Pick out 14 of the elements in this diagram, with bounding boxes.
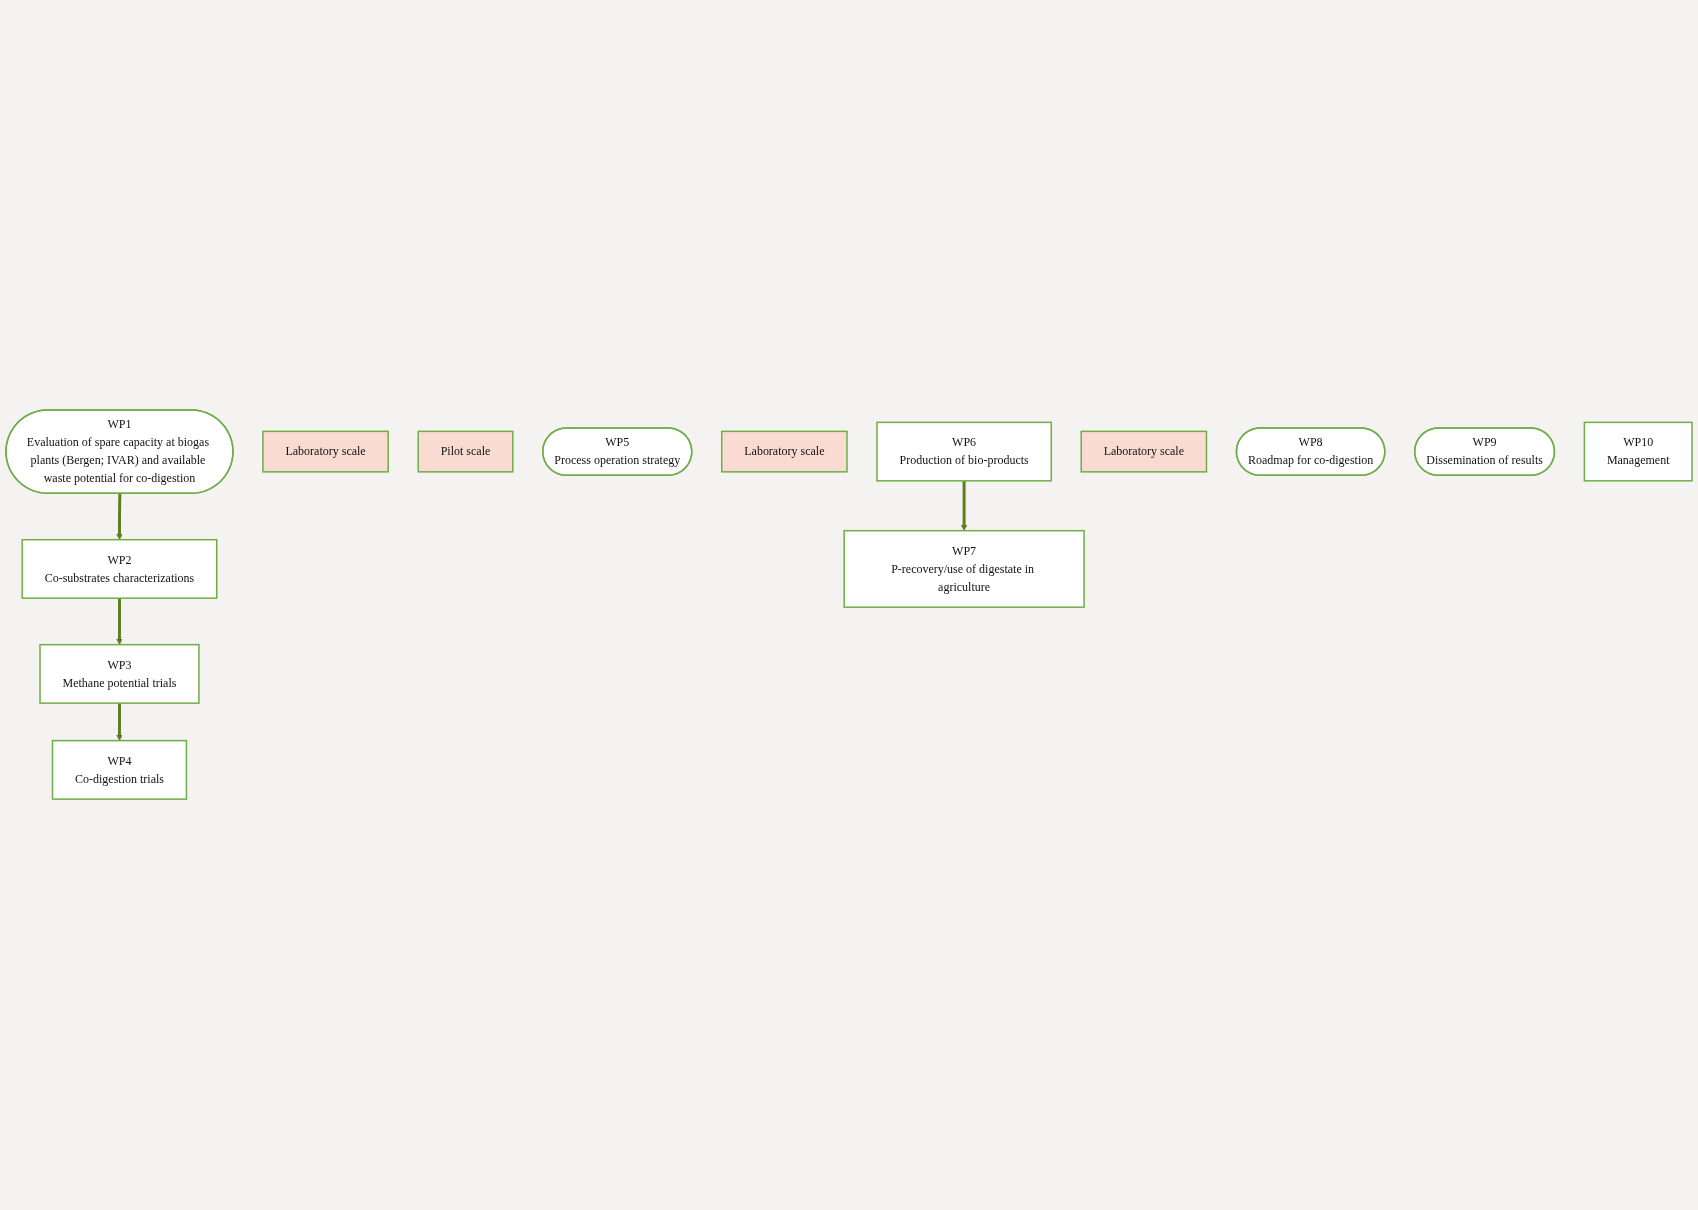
node-box: Laboratory scale — [1080, 431, 1208, 474]
node-box: WP4 Co-digestion trials — [51, 740, 188, 801]
node-box: Laboratory scale — [262, 431, 389, 474]
node-box: WP2 Co-substrates characterizations — [21, 539, 218, 600]
node-box: WP10 Management — [1583, 422, 1693, 483]
arrow — [116, 494, 123, 541]
arrow — [116, 598, 123, 646]
node-box: WP3 Methane potential trials — [39, 644, 200, 705]
node-box: WP6 Production of bio-products — [876, 422, 1052, 483]
node-box: WP7 P-recovery/use of digestate in agriculture — [843, 530, 1085, 609]
node-box: Pilot scale — [417, 431, 514, 474]
arrow — [960, 481, 968, 532]
arrow — [116, 703, 123, 742]
node-box: Laboratory scale — [721, 431, 848, 474]
